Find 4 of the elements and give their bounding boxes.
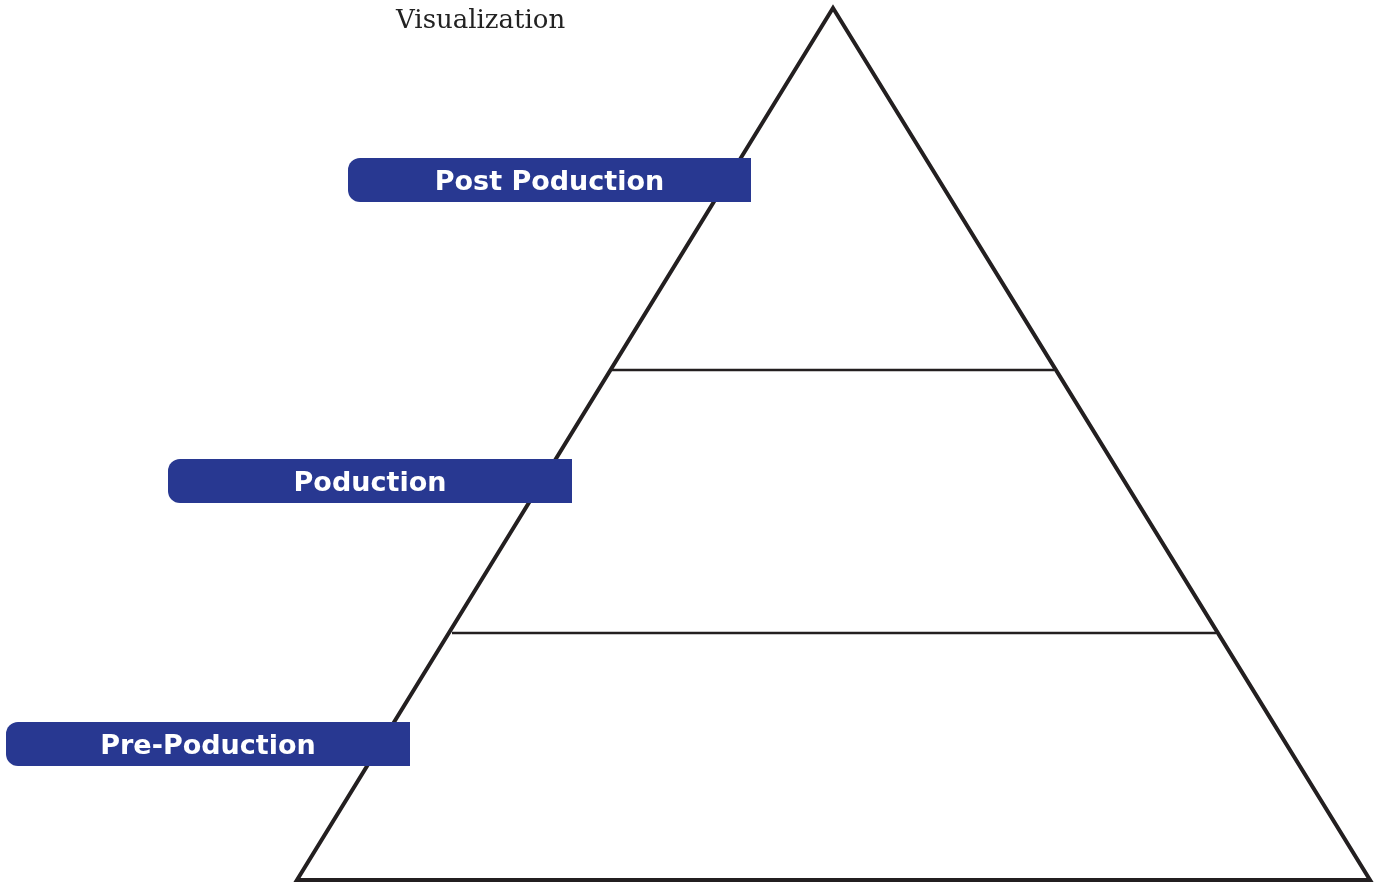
stage-label-bar: Poduction xyxy=(168,459,572,503)
title: Visualization xyxy=(396,4,566,34)
stage-label-bar: Post Poduction xyxy=(348,158,751,202)
stage-label-bar: Pre-Poduction xyxy=(6,722,410,766)
